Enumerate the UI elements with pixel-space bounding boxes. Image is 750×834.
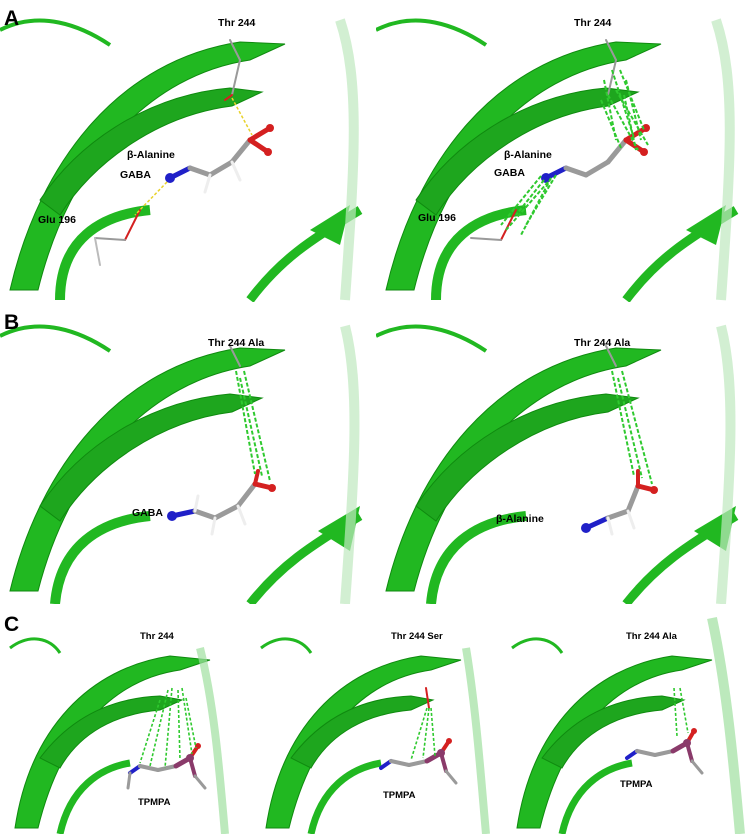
protein-ribbon	[0, 324, 363, 604]
panel-c-middle: Thr 244 Ser TPMPA	[251, 608, 498, 834]
panel-b-right: Thr 244 Ala β-Alanine	[376, 306, 750, 604]
label-thr244ala: Thr 244 Ala	[626, 631, 677, 642]
hydrogen-bonds	[134, 97, 253, 216]
ligand-sticks	[379, 687, 458, 785]
panel-a-left-render	[0, 18, 363, 302]
panel-c-left-render	[9, 637, 229, 834]
label-gaba: GABA	[132, 507, 163, 519]
label-beta-alanine: β-Alanine	[127, 149, 175, 161]
protein-ribbon	[511, 616, 745, 834]
panel-a-right: Thr 244 β-Alanine GABA Glu 196	[376, 0, 750, 302]
contact-lines	[500, 69, 649, 236]
ligand-sticks	[581, 345, 658, 536]
panel-a-right-render	[376, 18, 739, 302]
protein-ribbon	[376, 18, 739, 302]
panel-c-left: C Thr 244 TPMPA	[0, 608, 247, 834]
panel-c-middle-render	[260, 637, 490, 834]
protein-ribbon	[9, 637, 229, 834]
panel-letter-c: C	[4, 613, 20, 636]
label-thr244ser: Thr 244 Ser	[391, 631, 443, 642]
label-glu196: Glu 196	[38, 214, 76, 226]
panel-c-right: Thr 244 Ala TPMPA	[502, 608, 750, 834]
label-thr244: Thr 244	[140, 631, 174, 642]
contact-lines	[673, 687, 689, 737]
protein-ribbon	[0, 18, 363, 302]
protein-ribbon	[260, 637, 490, 834]
contact-lines	[139, 687, 197, 769]
contact-lines	[611, 370, 653, 485]
label-tpmpa: TPMPA	[383, 790, 416, 801]
label-tpmpa: TPMPA	[620, 779, 653, 790]
contact-lines	[410, 707, 436, 761]
label-thr244: Thr 244	[218, 17, 256, 29]
label-tpmpa: TPMPA	[138, 797, 171, 808]
label-thr244ala: Thr 244 Ala	[574, 337, 631, 349]
label-gaba: GABA	[494, 167, 525, 179]
panel-b-right-render	[376, 324, 739, 604]
panel-b-left: B Thr 244 Ala GABA	[0, 306, 374, 604]
ligand-sticks	[625, 728, 704, 775]
ligand-sticks	[167, 345, 276, 536]
panel-c-right-render	[511, 616, 745, 834]
label-beta-alanine: β-Alanine	[496, 513, 544, 525]
label-thr244ala: Thr 244 Ala	[208, 337, 265, 349]
panel-a-left: A Thr 244 β-Alanine GABA Glu 196	[0, 0, 374, 302]
label-beta-alanine: β-Alanine	[504, 149, 552, 161]
label-gaba: GABA	[120, 169, 151, 181]
panel-letter-b: B	[4, 311, 20, 334]
panel-letter-a: A	[4, 7, 20, 30]
panel-b-left-render	[0, 324, 363, 604]
ligand-sticks	[126, 743, 207, 790]
contact-lines	[235, 370, 271, 482]
label-thr244: Thr 244	[574, 17, 612, 29]
ligand-sticks	[94, 39, 274, 266]
label-glu196: Glu 196	[418, 212, 456, 224]
protein-ribbon	[376, 324, 739, 604]
